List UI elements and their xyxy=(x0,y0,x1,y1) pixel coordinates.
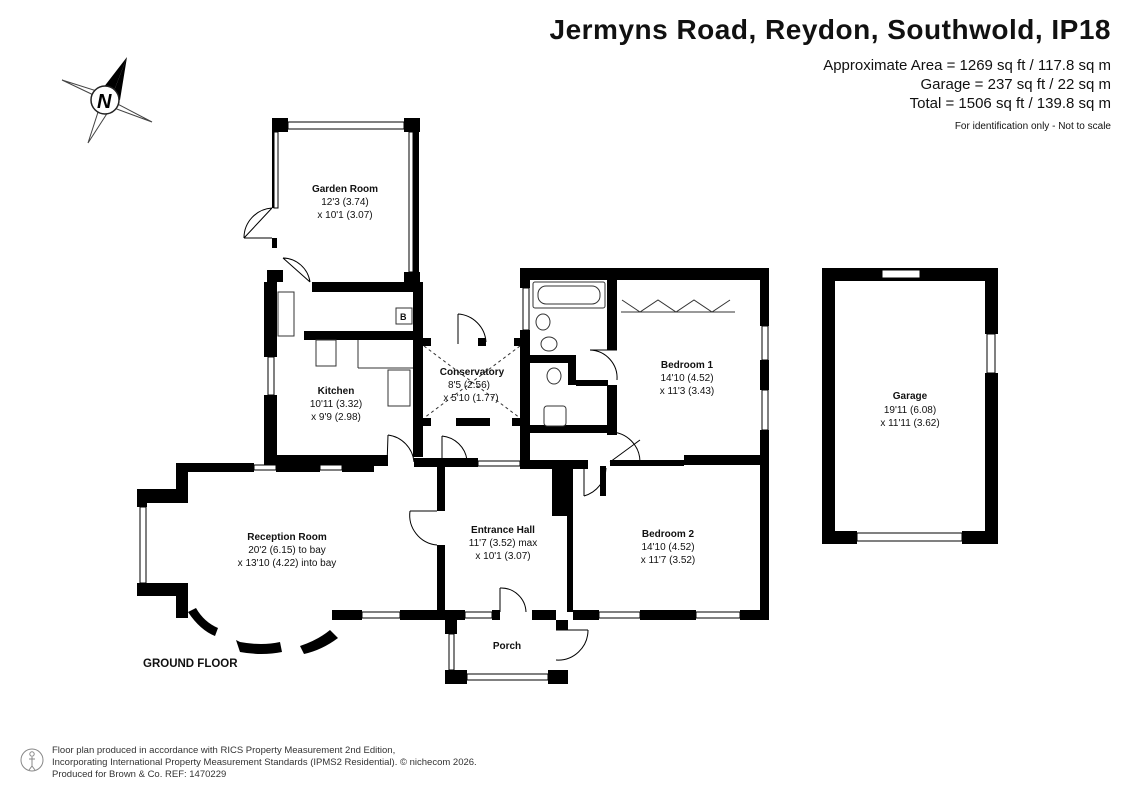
rics-logo-icon xyxy=(20,748,44,772)
scale-note: For identification only - Not to scale xyxy=(954,121,1111,132)
compass-icon: N xyxy=(61,57,153,144)
conservatory-dim2: x 5'10 (1.77) xyxy=(443,393,498,404)
sink-icon xyxy=(535,313,551,331)
area-garage: Garage = 237 sq ft / 22 sq m xyxy=(920,76,1111,93)
kitchen-dim1: 10'11 (3.32) xyxy=(310,399,362,410)
boiler-icon xyxy=(395,307,413,325)
page-title: Jermyns Road, Reydon, Southwold, IP18 xyxy=(549,14,1111,45)
bedroom1-dim2: x 11'3 (3.43) xyxy=(660,386,715,397)
kitchen-sink-icon xyxy=(387,369,411,407)
area-total: Total = 1506 sq ft / 139.8 sq m xyxy=(909,95,1111,112)
fixtures xyxy=(277,281,735,427)
garage-name: Garage xyxy=(893,391,928,402)
garden-room-dim2: x 10'1 (3.07) xyxy=(317,210,372,221)
bedroom2-dim1: 14'10 (4.52) xyxy=(641,542,694,553)
bedroom2-name: Bedroom 2 xyxy=(642,529,695,540)
footer-line2: Incorporating International Property Mea… xyxy=(52,757,477,768)
entrance-dim1: 11'7 (3.52) max xyxy=(469,538,537,549)
reception-dim2: x 13'10 (4.22) into bay xyxy=(238,558,337,569)
garage-dim1: 19'11 (6.08) xyxy=(884,405,936,416)
floor-label: GROUND FLOOR xyxy=(143,658,238,670)
area-summary: Approximate Area = 1269 sq ft / 117.8 sq… xyxy=(823,56,1111,136)
basin-icon xyxy=(543,405,567,427)
windows xyxy=(139,121,996,681)
reception-dim1: 20'2 (6.15) to bay xyxy=(248,545,326,556)
bedroom2-dim2: x 11'7 (3.52) xyxy=(641,555,696,566)
toilet-icon xyxy=(540,336,558,352)
conservatory-dim1: 8'5 (2.56) xyxy=(448,380,490,391)
garage-dim2: x 11'11 (3.62) xyxy=(880,418,939,429)
bedroom1-dim1: 14'10 (4.52) xyxy=(660,373,713,384)
garden-room-dim1: 12'3 (3.74) xyxy=(321,197,369,208)
reception-name: Reception Room xyxy=(247,532,327,543)
footer-line1: Floor plan produced in accordance with R… xyxy=(52,745,396,756)
footer-line3: Produced for Brown & Co. REF: 1470229 xyxy=(52,769,227,780)
entrance-dim2: x 10'1 (3.07) xyxy=(475,551,530,562)
boiler-label: B xyxy=(400,312,407,322)
porch-name: Porch xyxy=(493,641,521,652)
walls xyxy=(137,118,998,684)
kitchen-dim2: x 9'9 (2.98) xyxy=(311,412,361,423)
toilet-icon-2 xyxy=(546,367,562,385)
garden-room-name: Garden Room xyxy=(312,184,378,195)
room-labels: Garden Room 12'3 (3.74) x 10'1 (3.07) Ki… xyxy=(238,184,940,652)
doors xyxy=(243,207,641,661)
area-main: Approximate Area = 1269 sq ft / 117.8 sq… xyxy=(823,57,1111,74)
footer-credits: Floor plan produced in accordance with R… xyxy=(52,745,477,781)
entrance-name: Entrance Hall xyxy=(471,525,535,536)
kitchen-name: Kitchen xyxy=(318,386,355,397)
conservatory-name: Conservatory xyxy=(440,367,505,378)
bedroom1-name: Bedroom 1 xyxy=(661,360,714,371)
compass-letter: N xyxy=(97,91,112,113)
